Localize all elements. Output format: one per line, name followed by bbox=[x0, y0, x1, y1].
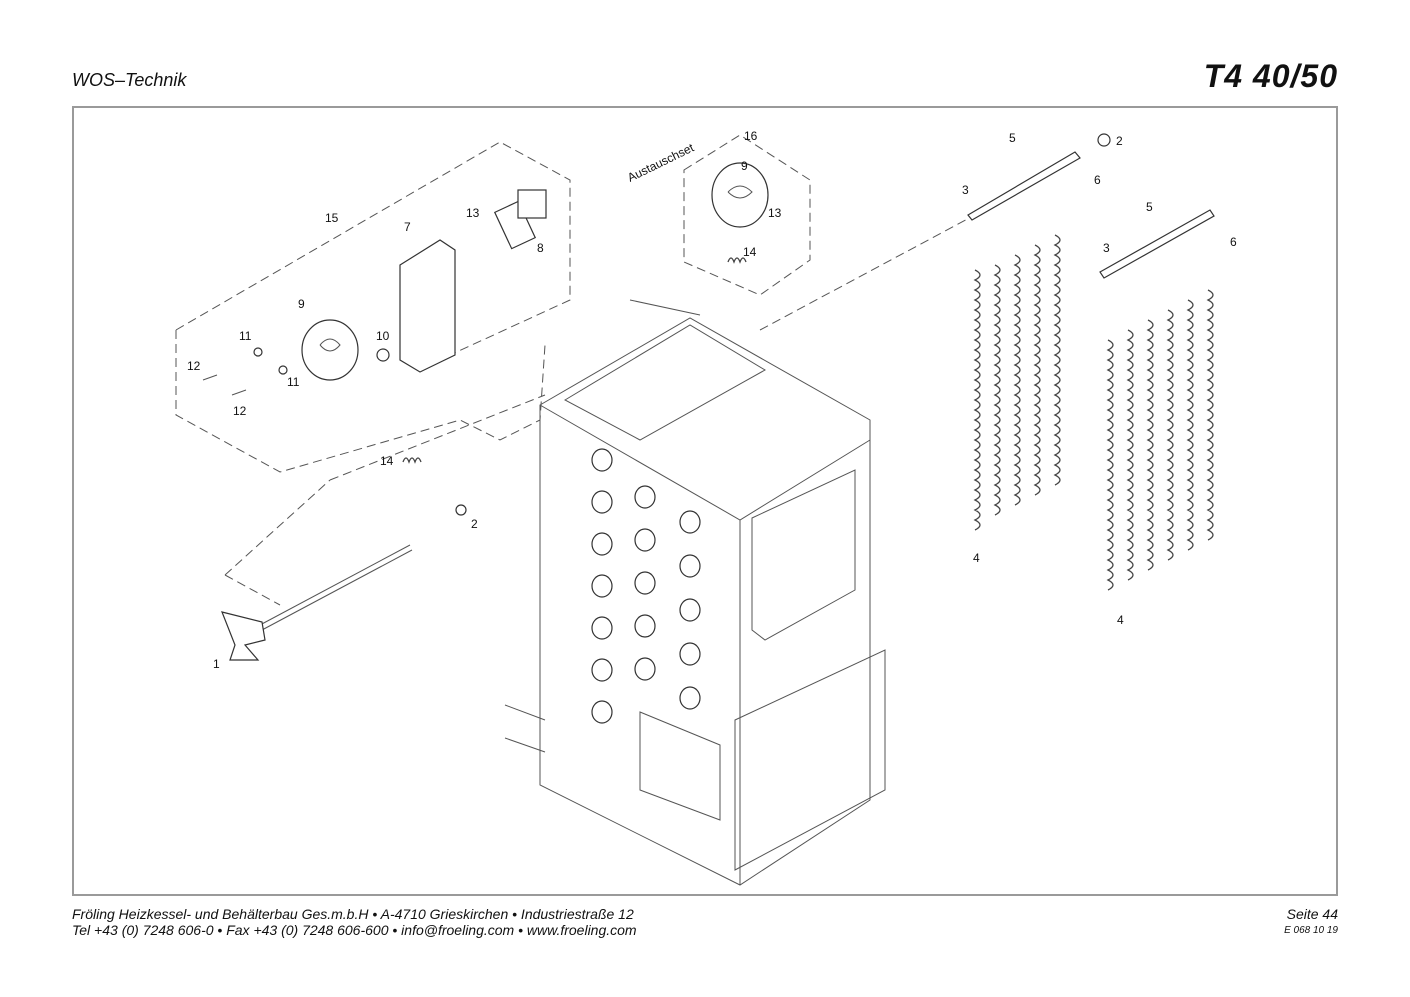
footer-contact-line: Tel +43 (0) 7248 606-0 • Fax +43 (0) 724… bbox=[72, 922, 637, 938]
callout-10: 10 bbox=[376, 329, 390, 343]
callout-14: 14 bbox=[380, 454, 394, 468]
callout-numbers: 1 2 2 3 3 4 4 5 5 6 6 7 8 9 9 10 11 11 1… bbox=[187, 129, 1237, 671]
callout-4: 4 bbox=[973, 551, 980, 565]
turbulator-springs-set-a bbox=[973, 234, 1061, 531]
callout-1: 1 bbox=[213, 657, 220, 671]
spring-14-part bbox=[402, 457, 422, 464]
callout-14: 14 bbox=[743, 245, 757, 259]
bolts-11-12-parts bbox=[202, 347, 288, 396]
callout-2: 2 bbox=[1116, 134, 1123, 148]
callout-7: 7 bbox=[404, 220, 411, 234]
callout-4: 4 bbox=[1117, 613, 1124, 627]
callout-6: 6 bbox=[1230, 235, 1237, 249]
callout-13: 13 bbox=[768, 206, 782, 220]
leader-to-turbulators bbox=[759, 214, 976, 331]
callout-12: 12 bbox=[187, 359, 201, 373]
turbulator-rail-front bbox=[967, 133, 1215, 279]
callout-12: 12 bbox=[233, 404, 247, 418]
callout-16: 16 bbox=[744, 129, 758, 143]
knob-10-part bbox=[376, 348, 390, 362]
kit-wheel-9-part bbox=[711, 162, 769, 228]
callout-2: 2 bbox=[471, 517, 478, 531]
kit-spring-14-part bbox=[727, 257, 747, 264]
callout-3: 3 bbox=[1103, 241, 1110, 255]
exchange-kit-outline bbox=[683, 134, 811, 296]
cleaning-rod-part bbox=[221, 394, 546, 661]
nut-2-part bbox=[455, 504, 467, 516]
page-number: Seite 44 bbox=[1286, 906, 1338, 922]
motor-8-part bbox=[493, 189, 547, 250]
callout-11: 11 bbox=[239, 329, 252, 343]
callout-13: 13 bbox=[466, 206, 480, 220]
wheel-9-part bbox=[301, 319, 359, 381]
callout-8: 8 bbox=[537, 241, 544, 255]
callout-5: 5 bbox=[1009, 131, 1016, 145]
footer-company-line: Fröling Heizkessel- und Behälterbau Ges.… bbox=[72, 906, 634, 922]
model-title: T4 40/50 bbox=[1203, 58, 1338, 94]
callout-11: 11 bbox=[287, 375, 300, 389]
document-code: E 068 10 19 bbox=[1284, 925, 1338, 936]
section-title: WOS–Technik bbox=[72, 70, 187, 90]
exchange-kit-label: Austauschset bbox=[625, 140, 696, 184]
callout-9: 9 bbox=[741, 159, 748, 173]
callout-6: 6 bbox=[1094, 173, 1101, 187]
callout-3: 3 bbox=[962, 183, 969, 197]
callout-15: 15 bbox=[325, 211, 339, 225]
drawing-frame bbox=[72, 106, 1338, 896]
callout-5: 5 bbox=[1146, 200, 1153, 214]
group-15-outline bbox=[175, 141, 571, 473]
bracket-7-part bbox=[399, 239, 456, 373]
callout-9: 9 bbox=[298, 297, 305, 311]
turbulator-springs-set-b bbox=[1106, 289, 1214, 591]
boiler-tube-openings bbox=[591, 448, 701, 724]
boiler-body bbox=[504, 299, 886, 886]
